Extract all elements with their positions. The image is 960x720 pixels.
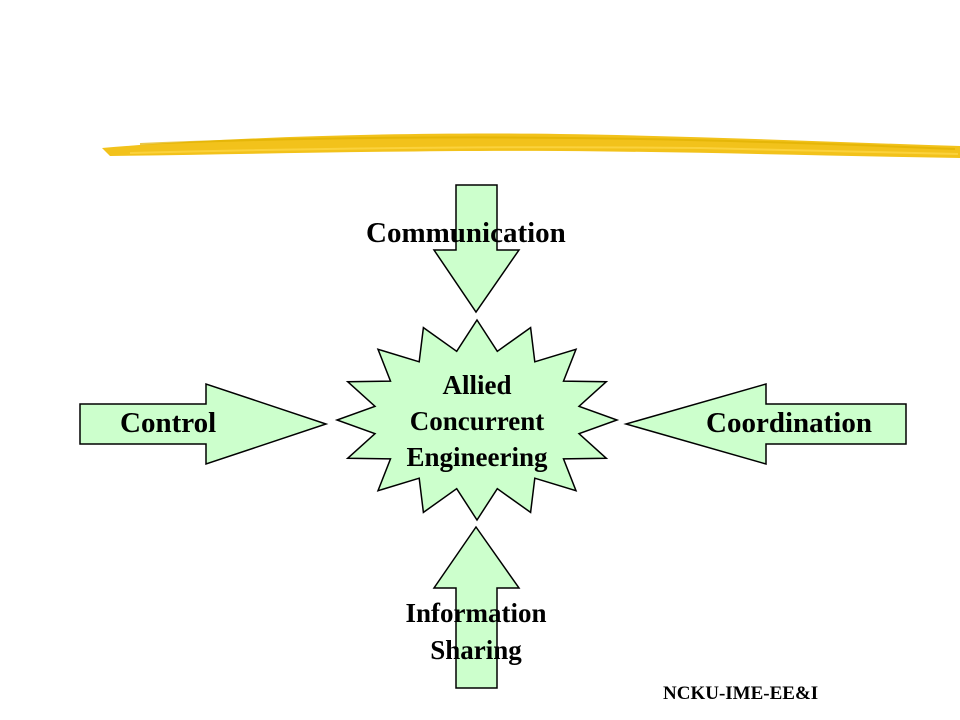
center-line-1: Allied — [442, 370, 512, 400]
arrow-left — [79, 382, 329, 466]
information-sharing-line-2: Sharing — [430, 635, 522, 665]
coordination-label: Coordination — [706, 407, 872, 439]
center-starburst — [334, 318, 620, 522]
center-line-3: Engineering — [406, 442, 548, 472]
arrow-top — [432, 184, 521, 314]
control-label: Control — [120, 407, 217, 439]
arrow-bottom — [432, 525, 521, 689]
arrow-right — [623, 383, 907, 465]
center-label: Allied Concurrent Engineering — [370, 367, 584, 475]
information-sharing-line-1: Information — [405, 598, 547, 628]
title-brush-stroke — [102, 133, 960, 158]
information-sharing-label: Information Sharing — [356, 595, 596, 669]
footer-text: NCKU-IME-EE&I — [663, 683, 819, 704]
center-line-2: Concurrent — [409, 406, 545, 436]
communication-label: Communication — [366, 217, 566, 249]
